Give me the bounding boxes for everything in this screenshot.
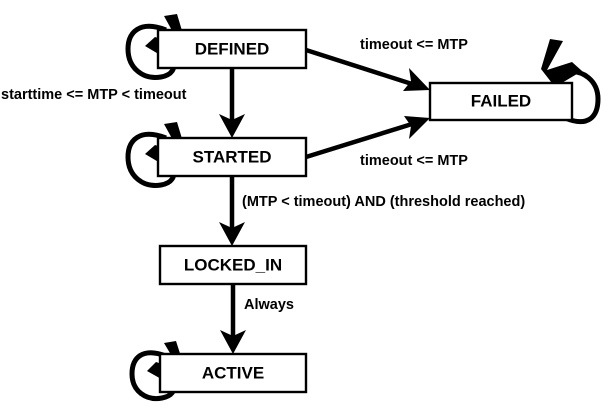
defined-self-loop-path [125, 23, 176, 80]
transition-lockedin-to-active [220, 284, 246, 354]
failed-self-loop-arrowhead [541, 39, 582, 87]
transition-defined-to-failed [305, 47, 430, 91]
transition-started-to-failed [305, 116, 430, 160]
edge-label-lockedin-to-active: Always [244, 297, 294, 313]
edge-label-started-to-lockedin: (MTP < timeout) AND (threshold reached) [242, 194, 525, 210]
state-defined[interactable]: DEFINED [156, 28, 308, 70]
started-to-lockedin-arrowhead [219, 222, 245, 246]
state-started[interactable]: STARTED [156, 136, 308, 178]
defined-to-started-arrowhead [219, 114, 245, 138]
transition-defined-to-started [219, 68, 245, 138]
started-to-failed-line [305, 121, 413, 160]
state-defined-box[interactable] [156, 28, 308, 70]
edge-label-defined-to-started: starttime <= MTP < timeout [1, 87, 187, 103]
state-active-label: ACTIVE [202, 363, 264, 382]
transition-started-to-lockedin [219, 176, 245, 246]
defined-to-failed-arrowhead [403, 68, 430, 91]
edge-label-started-to-failed: timeout <= MTP [360, 153, 468, 169]
state-locked-in-box[interactable] [158, 244, 308, 286]
state-locked-in-label: LOCKED_IN [184, 255, 282, 274]
edge-label-defined-to-failed: timeout <= MTP [360, 37, 468, 53]
state-started-label: STARTED [192, 147, 271, 166]
state-failed-label: FAILED [471, 91, 531, 110]
state-locked-in[interactable]: LOCKED_IN [158, 244, 308, 286]
lockedin-to-active-arrowhead [220, 330, 246, 354]
transition-failed-self [541, 39, 601, 125]
state-defined-label: DEFINED [195, 39, 270, 58]
started-self-loop-path [125, 131, 176, 188]
state-failed-box[interactable] [428, 81, 574, 122]
state-failed[interactable]: FAILED [428, 81, 574, 122]
state-active[interactable]: ACTIVE [158, 352, 308, 394]
started-to-failed-arrowhead [404, 116, 430, 139]
defined-to-failed-line [305, 47, 413, 87]
